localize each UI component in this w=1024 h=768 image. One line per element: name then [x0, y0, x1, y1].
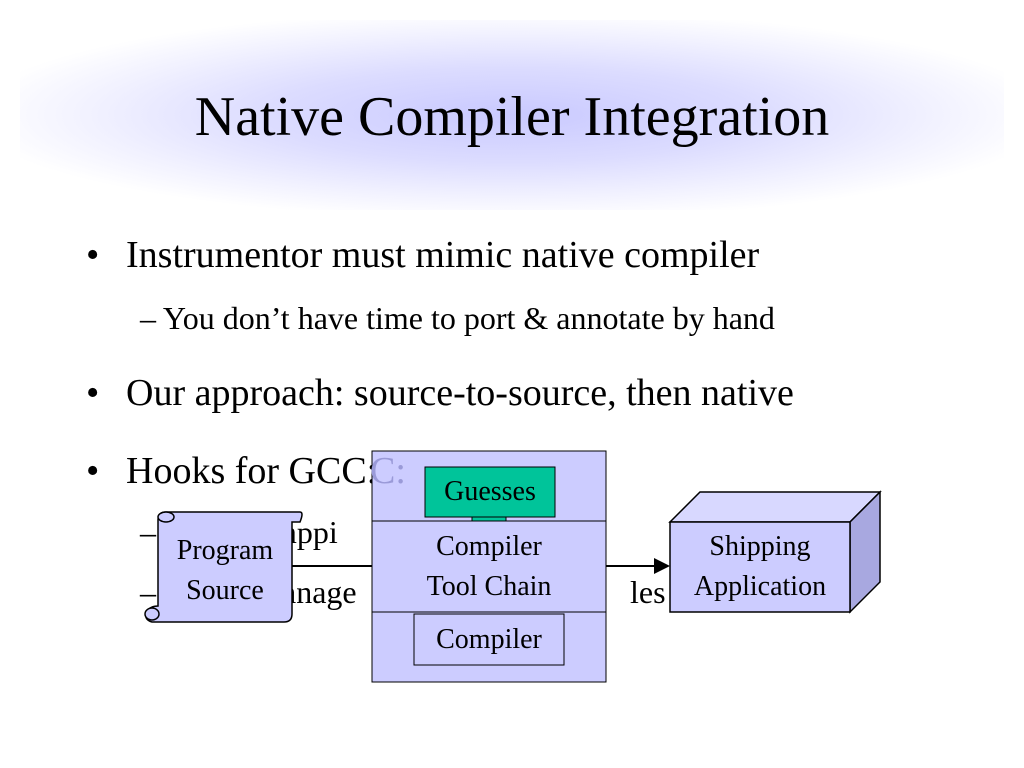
subbullet-1-text: You don’t have time to port & annotate b… [162, 300, 775, 336]
dash: – [140, 514, 164, 550]
compiler-box [413, 613, 565, 666]
program-source-line1: Program [176, 535, 274, 566]
slide-title: Native Compiler Integration [194, 86, 830, 148]
subbullet-1: – You don’t have time to port & annotate… [140, 298, 775, 338]
bullet-dot: • [86, 450, 100, 492]
subbullet-3-tail: les [630, 572, 666, 612]
subbullet-3-fragment-2: les [630, 574, 666, 610]
shipping-box [668, 490, 882, 614]
shipping-line2: Application [693, 571, 827, 602]
ghost-suffix: C: [370, 450, 406, 492]
shipping-line1: Shipping [709, 531, 811, 562]
compiler-label: Compiler [436, 624, 542, 655]
tool-chain-label-line2: Tool Chain [426, 571, 552, 602]
tool-chain-label-line1: Compiler [436, 531, 542, 562]
program-source-scroll [144, 511, 303, 623]
subbullet-3-fragment: anage [282, 574, 357, 610]
guesses-box [424, 466, 556, 518]
bullet-1: • Instrumentor must mimic native compiler [86, 232, 759, 278]
bullet-1-text: Instrumentor must mimic native compiler [126, 234, 760, 276]
subbullet-3: – anage [140, 572, 357, 612]
program-source-line2: Source [186, 575, 264, 606]
bullet-3-text: Hooks for GCC: [126, 450, 378, 492]
guesses-label: Guesses [444, 476, 536, 507]
bullet-3: • Hooks for GCC: [86, 448, 377, 494]
bullet-dot: • [86, 234, 100, 276]
arrow-toolchain-to-shipping [606, 558, 670, 574]
dash: – [140, 574, 164, 610]
tool-chain-box [371, 520, 607, 613]
bullet-2: • Our approach: source-to-source, then na… [86, 370, 794, 416]
bullet-2-text: Our approach: source-to-source, then nat… [126, 372, 794, 414]
ghost-text: C: [370, 448, 406, 494]
bullet-dot: • [86, 372, 100, 414]
dash: – [140, 300, 163, 336]
title-glow [20, 20, 1004, 210]
